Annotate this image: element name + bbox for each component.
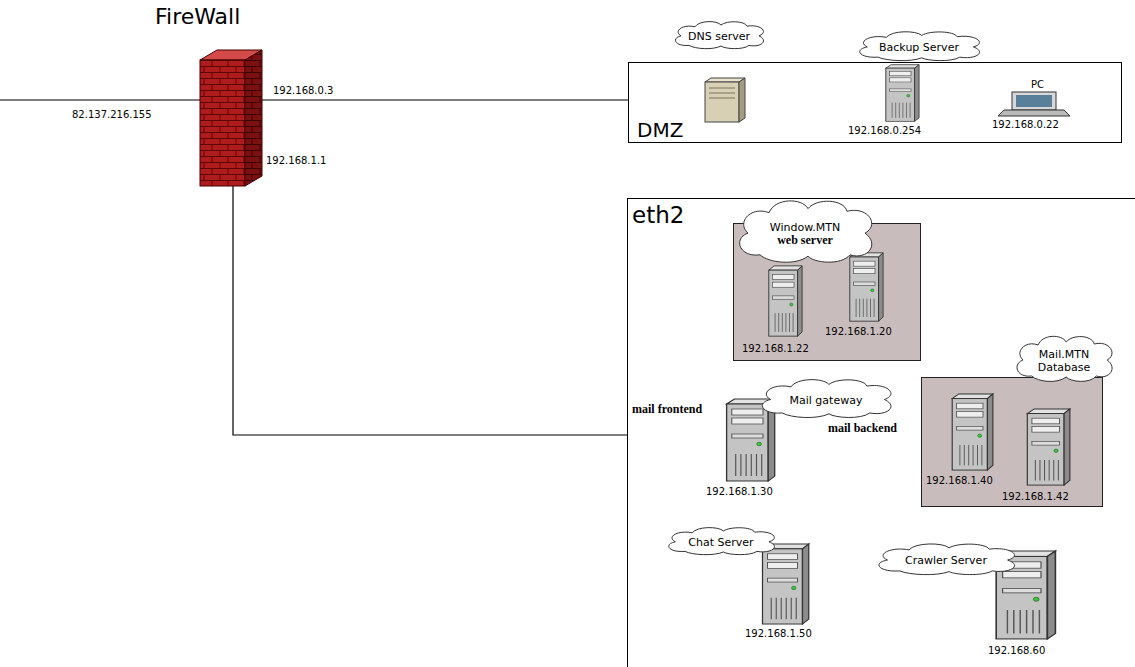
node-text: Backup Server bbox=[874, 41, 964, 54]
cloud-outline-path bbox=[762, 380, 891, 418]
node-text: DMZ bbox=[637, 119, 683, 141]
dns-side bbox=[739, 78, 745, 122]
node-text: 192.168.1.40 bbox=[926, 475, 993, 487]
database-server-icon bbox=[1027, 409, 1070, 485]
label-text: 192.168.60 bbox=[988, 645, 1045, 657]
backup-server-icon bbox=[886, 65, 919, 122]
label-text: 192.168.0.22 bbox=[992, 119, 1059, 131]
label-text: mail backend bbox=[828, 422, 897, 435]
cloud-shape: Chat Server bbox=[661, 525, 781, 555]
label-text: 192.168.0.254 bbox=[848, 125, 921, 137]
zone-box: 192.168.1.40192.168.1.42Mail.MTN Databas… bbox=[921, 377, 1103, 507]
pc-screen bbox=[1016, 95, 1052, 107]
node-text: 192.168.1.20 bbox=[825, 326, 892, 338]
cloud-outline-path bbox=[669, 528, 775, 555]
database-server-icon bbox=[952, 394, 993, 470]
node-text: 192.168.1.22 bbox=[742, 343, 809, 355]
node-text: Chat Server bbox=[681, 536, 760, 549]
cloud-shape: Mail gateway bbox=[753, 376, 899, 418]
label-text: mail frontend bbox=[632, 403, 702, 416]
pc-base bbox=[998, 110, 1070, 116]
cloud-text-area: Mail gateway bbox=[778, 394, 874, 407]
cloud-text-area: Window.MTNweb server bbox=[756, 221, 855, 247]
cloud-text-area: Backup Server bbox=[874, 41, 964, 54]
cloud-outline-path bbox=[1017, 336, 1112, 381]
cloud-outline-path bbox=[740, 201, 872, 262]
chat-server-icon bbox=[763, 544, 809, 624]
node-text: web server bbox=[756, 234, 855, 247]
cloud-shape: Mail.MTN Database bbox=[1010, 332, 1118, 382]
cloud-outline-path bbox=[860, 32, 980, 61]
node-text: Crawler Server bbox=[895, 554, 997, 567]
uplink-line bbox=[0, 99, 200, 100]
node-text: Window.MTN bbox=[756, 221, 855, 234]
firewall-side bbox=[245, 50, 262, 186]
cloud-text-area: Crawler Server bbox=[895, 554, 997, 567]
cloud-shape: Backup Server bbox=[851, 29, 987, 61]
cloud-outline-path bbox=[675, 22, 763, 49]
firewall-front bbox=[200, 60, 245, 186]
label-text: 192.168.1.30 bbox=[706, 486, 773, 498]
connector-line bbox=[262, 99, 628, 100]
pc-monitor bbox=[1012, 92, 1056, 110]
web-server-icon bbox=[850, 253, 883, 321]
cloud-shape: Window.MTNweb server bbox=[730, 195, 880, 263]
zone-box: 192.168.1.22 192.168.1.20 Window.MTNweb se… bbox=[733, 223, 921, 361]
connector-line bbox=[233, 186, 627, 435]
node-text: eth2 bbox=[632, 202, 684, 228]
cloud-text-area: Chat Server bbox=[681, 536, 760, 549]
label-text: PC bbox=[1031, 79, 1044, 91]
node-text: FireWall bbox=[155, 4, 240, 30]
dns-bays bbox=[709, 88, 735, 98]
node-text: 192.168.1.42 bbox=[1002, 491, 1069, 503]
cloud-outline-path bbox=[879, 544, 1015, 575]
web-server-icon bbox=[769, 266, 802, 336]
label-text: 192.168.1.1 bbox=[266, 155, 326, 167]
label-text: 192.168.0.3 bbox=[273, 85, 333, 97]
node-text: Mail.MTN Database bbox=[1028, 348, 1099, 374]
cloud-text-area: Mail.MTN Database bbox=[1028, 348, 1099, 374]
cloud-shape: Crawler Server bbox=[869, 541, 1023, 575]
dns-front bbox=[705, 82, 739, 122]
node-text: Mail gateway bbox=[778, 394, 874, 407]
node-text: DNS server bbox=[686, 30, 752, 43]
cloud-shape: DNS server bbox=[669, 19, 769, 49]
label-text: 192.168.1.50 bbox=[745, 628, 812, 640]
cloud-text-area: DNS server bbox=[686, 30, 752, 43]
label-text: 82.137.216.155 bbox=[72, 109, 152, 121]
